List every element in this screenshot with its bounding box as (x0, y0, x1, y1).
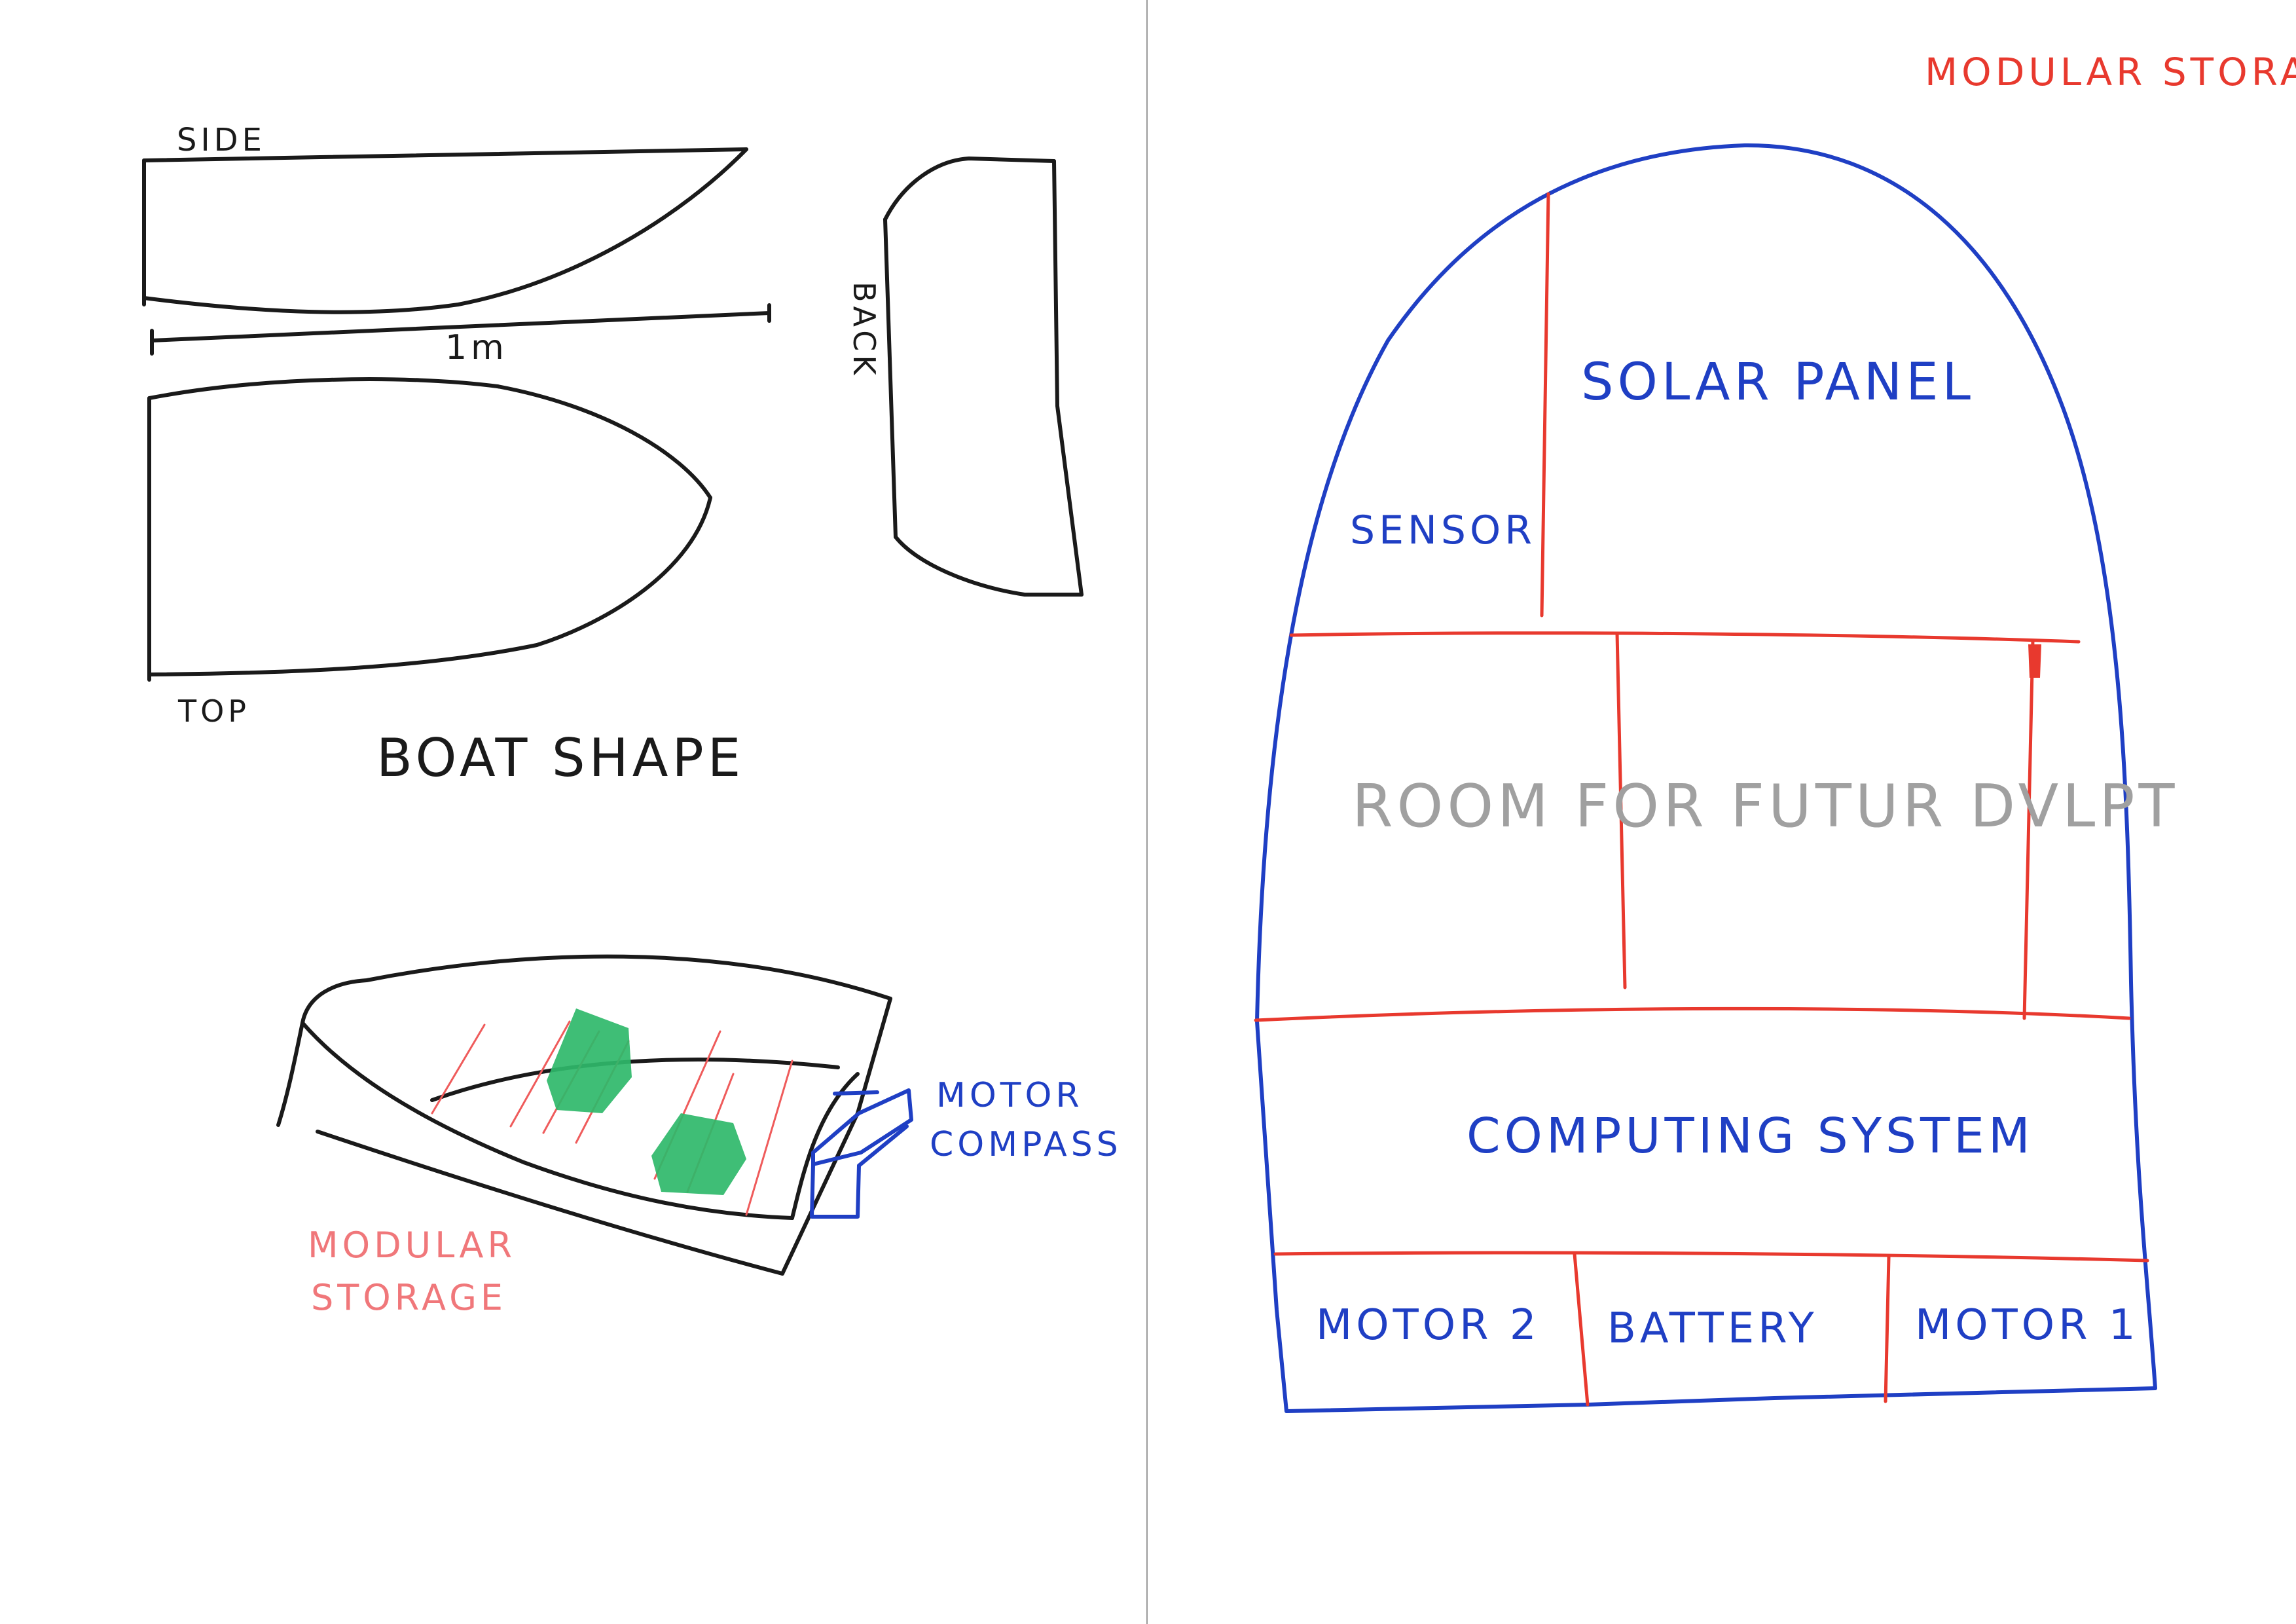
modular-storage-sketch-label-line-2: STORAGE (311, 1277, 507, 1318)
side-view-label: SIDE (177, 122, 266, 158)
boat-shape-title: BOAT SHAPE (376, 728, 744, 788)
back-view-label: BACK (847, 282, 882, 379)
battery-compartment: BATTERY (1607, 1304, 1818, 1353)
motor-2-compartment: MOTOR 2 (1316, 1301, 1540, 1350)
future-room-compartment: ROOM FOR FUTUR DVLPT (1352, 772, 2179, 841)
solar-panel-compartment: SOLAR PANEL (1581, 353, 1975, 412)
modular-storage-sketch-label-line-1: MODULAR (308, 1225, 516, 1266)
motor-1-compartment: MOTOR 1 (1915, 1301, 2140, 1350)
dimension-label: 1m (445, 328, 508, 367)
top-view-drawing (147, 377, 712, 682)
computing-system-compartment: COMPUTING SYSTEM (1467, 1108, 2034, 1164)
motor-compass-label-line-2: COMPASS (930, 1125, 1122, 1164)
side-view-drawing (142, 147, 771, 356)
top-view-label: TOP (177, 693, 250, 729)
storage-layout-plan (1254, 143, 2157, 1413)
motor-compass-label-line-1: MOTOR (936, 1076, 1084, 1115)
back-view-drawing (883, 157, 1084, 597)
sensor-compartment: SENSOR (1350, 507, 1536, 553)
red-marker-spot (2028, 644, 2041, 678)
modular-storage-title: MODULAR STORAGE (1925, 50, 2296, 94)
hull-outline (1255, 143, 2157, 1413)
boat-3d-sketch (276, 954, 913, 1276)
